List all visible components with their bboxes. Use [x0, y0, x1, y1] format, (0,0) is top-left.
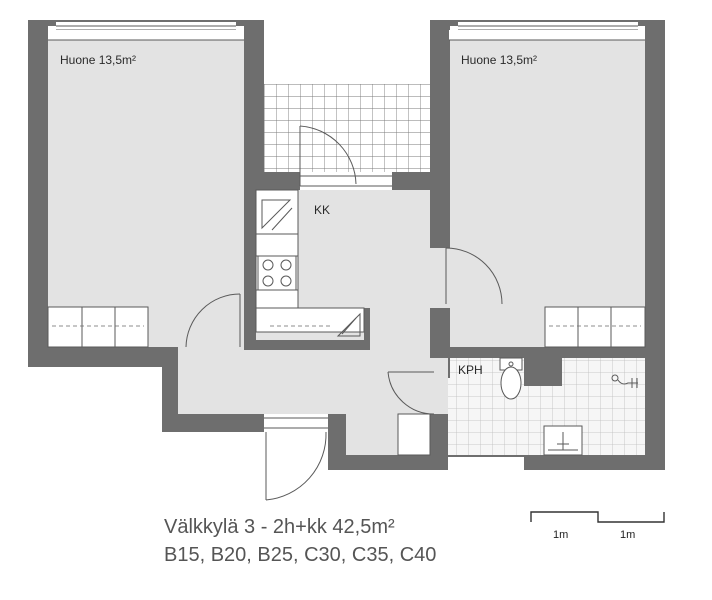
plan-title-line1: Välkkylä 3 - 2h+kk 42,5m²: [164, 516, 395, 538]
bathroom-door: [387, 358, 448, 415]
kitchen-label: KK: [314, 203, 330, 217]
bathroom-label: KPH: [458, 363, 483, 377]
sink: [543, 425, 583, 456]
toilet: [499, 357, 523, 400]
scale-bar: 1m 1m: [530, 511, 665, 541]
plan-title-line2: B15, B20, B25, C30, C35, C40: [164, 544, 437, 566]
scale-label-1: 1m: [553, 529, 568, 541]
right-bedroom-floor: [449, 40, 645, 347]
right-bedroom-label: Huone 13,5m²: [461, 53, 537, 67]
left-wardrobe: [47, 306, 149, 348]
plan-title: Välkkylä 3 - 2h+kk 42,5m² B15, B20, B25,…: [164, 513, 436, 569]
hall-floor: [178, 347, 432, 427]
entrance-door: [264, 414, 328, 501]
balcony-door: [299, 125, 392, 190]
shower: [611, 374, 638, 388]
right-bedroom-door: [430, 247, 503, 308]
right-wardrobe: [544, 306, 646, 348]
scale-label-2: 1m: [620, 529, 635, 541]
left-bedroom-floor: [48, 40, 244, 347]
left-bedroom-door: [162, 293, 244, 367]
left-bedroom-label: Huone 13,5m²: [60, 53, 136, 67]
kitchen-counter: [255, 189, 365, 337]
hall-cabinet: [397, 413, 431, 456]
